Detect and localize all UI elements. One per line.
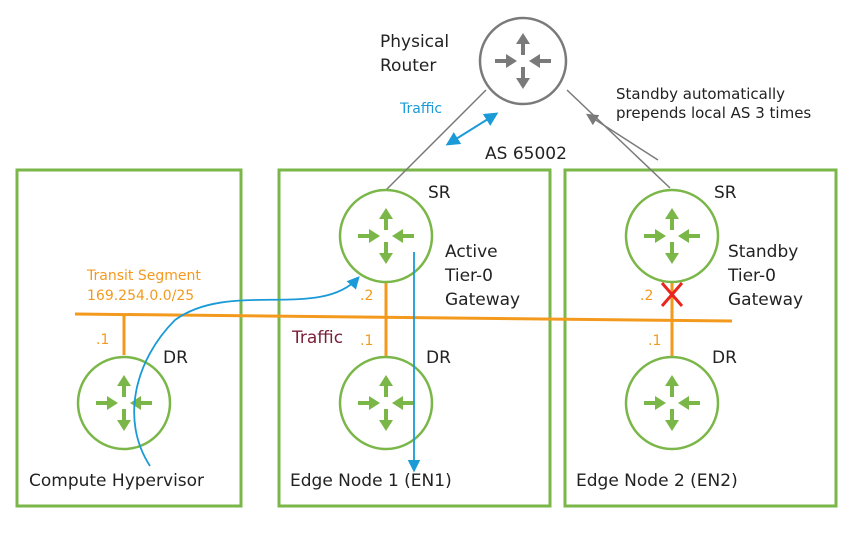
en1-dr-label: DR <box>426 348 451 368</box>
en2-dr-router-icon <box>624 355 720 451</box>
physical-router-label-line1: Physical <box>380 32 450 52</box>
as-label: AS 65002 <box>485 144 567 164</box>
physical-router-label-line2: Router <box>380 56 437 76</box>
en2-sr-router-icon <box>624 188 720 284</box>
compute-box-title: Compute Hypervisor <box>29 471 205 491</box>
transit-segment-line <box>74 312 733 323</box>
uplink-en1 <box>385 89 487 191</box>
traffic-curve-arrow <box>133 276 360 467</box>
en2-dr-label: DR <box>712 348 737 368</box>
en2-role-line2: Tier-0 <box>728 266 776 286</box>
en2-dr-ip: .1 <box>648 333 662 349</box>
mid-traffic-label: Traffic <box>292 328 344 348</box>
compute-hypervisor-box <box>15 168 243 508</box>
en1-box-title: Edge Node 1 (EN1) <box>290 471 452 491</box>
en1-sr-label: SR <box>428 183 451 203</box>
edge-node-1-box <box>277 168 552 508</box>
en2-role-line3: Gateway <box>728 290 804 310</box>
en1-role-line2: Tier-0 <box>445 266 493 286</box>
en2-role-line1: Standby <box>728 242 799 262</box>
compute-dr-router-icon <box>76 355 172 451</box>
compute-dr-ip: .1 <box>96 332 110 348</box>
compute-dr-label: DR <box>163 348 188 368</box>
transit-segment-label-line1: Transit Segment <box>87 268 201 284</box>
standby-note-line1: Standby automatically <box>616 85 786 103</box>
en1-role-line1: Active <box>445 242 498 262</box>
en1-sr-ip: .2 <box>360 288 374 304</box>
en1-dr-ip: .1 <box>360 333 374 349</box>
failure-x-icon <box>660 282 684 307</box>
transit-segment-label-line2: 169.254.0.0/25 <box>87 288 195 304</box>
edge-node-2-box <box>563 168 838 508</box>
top-traffic-arrow <box>445 112 499 146</box>
en1-dr-router-icon <box>338 355 434 451</box>
en1-sr-router-icon <box>338 188 434 284</box>
en2-sr-ip: .2 <box>640 288 654 304</box>
standby-prepend-arrow <box>585 113 659 161</box>
physical-router-icon <box>478 16 568 106</box>
uplink-en2 <box>566 89 671 189</box>
top-traffic-label: Traffic <box>400 101 443 117</box>
en2-sr-label: SR <box>714 183 737 203</box>
en2-box-title: Edge Node 2 (EN2) <box>576 471 738 491</box>
standby-note-line2: prepends local AS 3 times <box>616 104 812 122</box>
en1-role-line3: Gateway <box>445 290 521 310</box>
